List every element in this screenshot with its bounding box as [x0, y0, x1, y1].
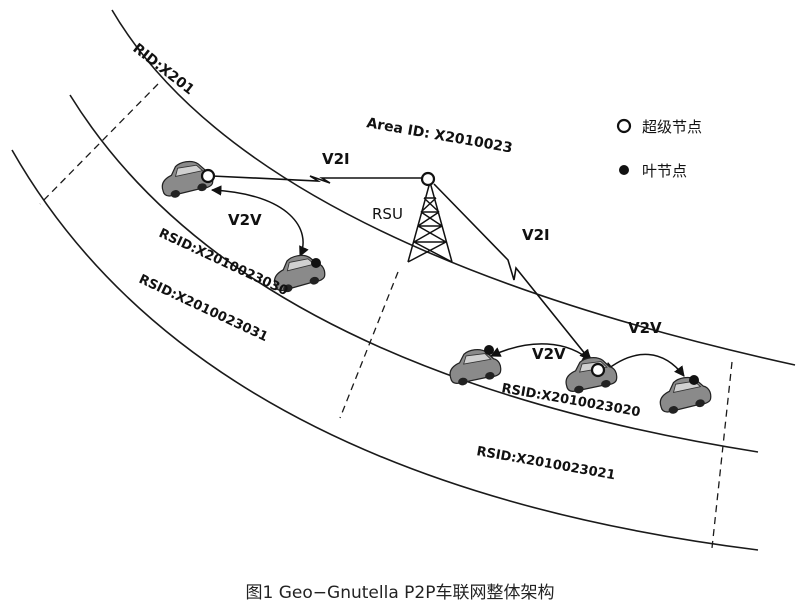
- legend-super-node-label: 超级节点: [642, 118, 702, 136]
- v2i-label-left: V2I: [322, 150, 350, 168]
- v2v-arrow-mid: [490, 343, 593, 363]
- segment-divider-right: [711, 361, 733, 549]
- vehicle-icon: [655, 372, 714, 417]
- vehicle-icon: [561, 353, 620, 396]
- road-outer-boundary: [111, 9, 796, 366]
- v2v-label-upper: V2V: [228, 211, 262, 229]
- v2v-arrow-upper: [210, 185, 309, 257]
- area-id-label: Area ID: X2010023: [365, 115, 513, 156]
- legend-leaf-node-label: 叶节点: [642, 162, 687, 180]
- segment-divider-middle: [339, 271, 399, 419]
- leaf-node-marker: [311, 258, 321, 268]
- road-inner-boundary: [11, 149, 759, 551]
- v2v-arrow-right: [603, 353, 685, 377]
- legend-super-node-icon: [616, 118, 632, 134]
- vehicle-icon: [445, 345, 504, 388]
- leaf-node-marker: [689, 375, 699, 385]
- legend-leaf-node-icon: [619, 165, 629, 175]
- rsu-label: RSU: [372, 205, 403, 223]
- segment-divider-left: [39, 83, 159, 205]
- v2v-label-mid: V2V: [532, 345, 566, 363]
- rsid-label-3021: RSID:X2010023021: [475, 444, 616, 483]
- v2i-link-right: [433, 183, 591, 361]
- leaf-node-marker: [484, 345, 494, 355]
- super-node-marker: [420, 171, 436, 187]
- figure-caption: 图1 Geo−Gnutella P2P车联网整体架构: [245, 583, 555, 603]
- v2v-label-right: V2V: [628, 319, 662, 337]
- rid-label: RID:X201: [130, 41, 198, 99]
- v2i-label-right: V2I: [522, 226, 550, 244]
- rsu-tower-icon: [407, 181, 453, 263]
- v2i-link-left: [211, 175, 424, 184]
- road-lane-divider: [69, 94, 759, 453]
- super-node-marker: [200, 168, 216, 184]
- super-node-marker: [590, 362, 606, 378]
